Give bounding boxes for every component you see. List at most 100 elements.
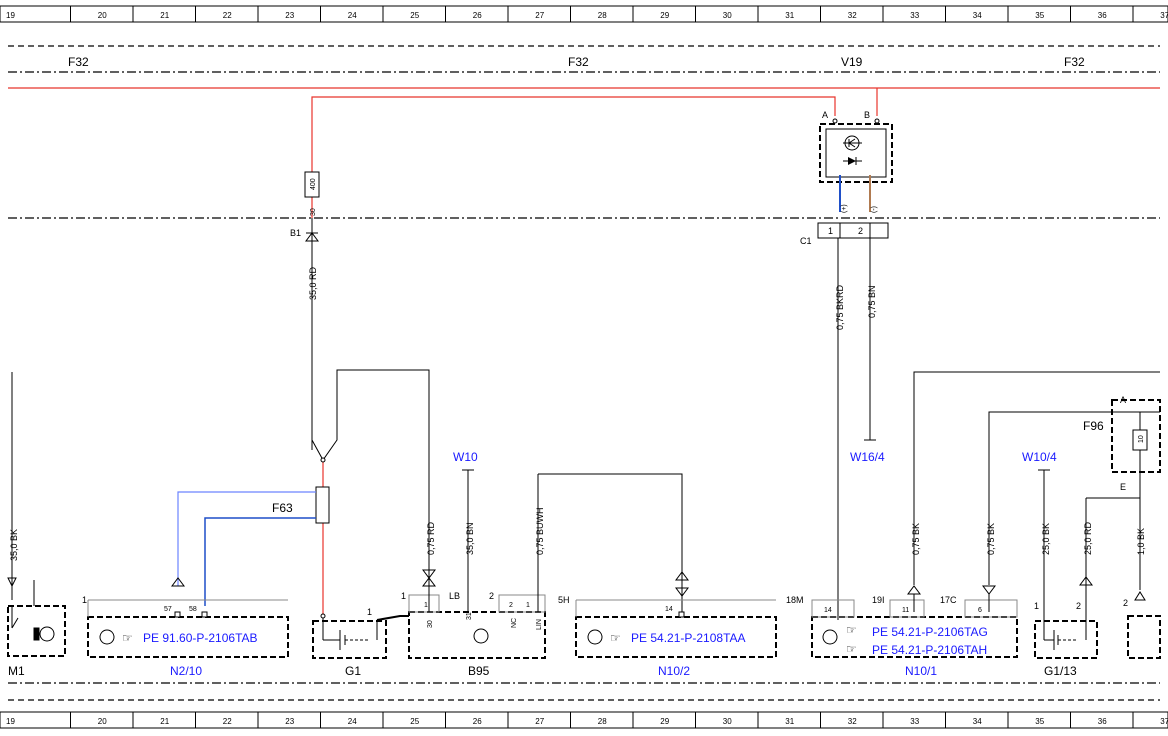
ruler-border [0, 5, 1168, 23]
n2-10-ref-link[interactable]: PE 91.60-P-2106TAB [143, 631, 258, 645]
n10-1-conn-18m: 18M [786, 595, 804, 605]
n2-10-pin58: 58 [189, 606, 197, 613]
ruler-column-number: 20 [98, 717, 107, 726]
ruler-column-number: 25 [410, 717, 419, 726]
ruler-column-number: 28 [598, 11, 607, 20]
ruler-column-number: 26 [473, 11, 482, 20]
connector-c1 [817, 222, 889, 620]
m1-motor [7, 372, 66, 657]
n2-10-pin57: 57 [164, 606, 172, 613]
ruler-column-number: 21 [160, 717, 169, 726]
bus-label-v19: V19 [841, 55, 863, 69]
ground-w16-4: W16/4 [850, 450, 885, 464]
right-edge-pin2: 2 [1123, 598, 1128, 608]
n10-1-ref1-link[interactable]: PE 54.21-P-2106TAG [872, 625, 988, 639]
ruler-column-number: 30 [723, 11, 732, 20]
b95-label: B95 [468, 664, 490, 678]
ruler-column-number: 26 [473, 717, 482, 726]
n10-1-module: ☞ ☞ [811, 371, 1160, 658]
fuse-b1-rating: 400 [310, 178, 317, 190]
ruler-column-number: 32 [848, 11, 857, 20]
ruler-column-number: 30 [723, 717, 732, 726]
g1-13-pin1: 1 [1034, 601, 1039, 611]
ruler-column-number: 23 [285, 717, 294, 726]
f96-pin-e: E [1120, 482, 1126, 492]
f63-label: F63 [272, 501, 293, 515]
n10-1-ref2-link[interactable]: PE 54.21-P-2106TAH [872, 643, 987, 657]
ruler-column-number: 29 [660, 717, 669, 726]
b95-sensor [408, 469, 689, 659]
v19-pin-b: B [864, 110, 870, 120]
ruler-column-number: 31 [785, 717, 794, 726]
n10-1-conn-19i: 19I [872, 595, 885, 605]
v19-pin-a: A [822, 110, 828, 120]
ruler-column-number: 27 [535, 11, 544, 20]
ruler-column-number: 34 [973, 11, 982, 20]
b95-conn2: 2 [489, 591, 494, 601]
ruler-column-number: 21 [160, 11, 169, 20]
c1-pin2: 2 [858, 226, 863, 236]
n10-1-pin11: 11 [902, 607, 909, 614]
wire-c1-2: 0,75 BN [867, 285, 877, 318]
b95-pin31: 31 [466, 612, 473, 620]
splice-wires [311, 369, 430, 566]
wire-b95-31: 35,0 BN [465, 522, 475, 555]
wire-n10-11: 0,75 BK [911, 523, 921, 555]
ruler-column-number: 25 [410, 11, 419, 20]
b95-pin-nc: NC [511, 618, 518, 628]
v19-out1: (+) [841, 204, 848, 213]
n10-1-pin6: 6 [978, 607, 982, 614]
ruler-column-number: 35 [1035, 11, 1044, 20]
f96-pin-a: A [1120, 395, 1126, 405]
ruler-column-number: 34 [973, 717, 982, 726]
ruler-column-number: 24 [348, 717, 357, 726]
bus-label-f32-mid: F32 [568, 55, 589, 69]
n2-10-label[interactable]: N2/10 [170, 664, 202, 678]
wire-g113-2: 25,0 RD [1083, 521, 1093, 555]
f96-fuse [1111, 399, 1161, 659]
bus-lines [8, 45, 1160, 701]
wire-g113-1: 25,0 BK [1041, 523, 1051, 555]
v19-out2: (-) [871, 206, 878, 213]
wire-f96: 1,0 BK [1136, 528, 1146, 555]
b95-pin1: 1 [424, 602, 428, 609]
c1-label: C1 [800, 236, 812, 246]
b95-pin30: 30 [427, 620, 434, 628]
g1-label: G1 [345, 664, 361, 678]
n10-2-pin14: 14 [665, 606, 673, 613]
n2-10-module: ☞ [87, 577, 289, 658]
wire-n10-6: 0,75 BK [986, 523, 996, 555]
ground-w10-4[interactable]: W10/4 [1022, 450, 1057, 464]
wire-b95-30: 0,75 RD [426, 521, 436, 555]
b95-pin-lin: LIN [536, 619, 543, 630]
b95-pin1b: 1 [526, 602, 530, 609]
n10-1-pin14: 14 [824, 607, 832, 614]
ruler-column-number: 23 [285, 11, 294, 20]
svg-text:☞: ☞ [846, 642, 857, 656]
ground-w10[interactable]: W10 [453, 450, 478, 464]
n10-2-ref-link[interactable]: PE 54.21-P-2108TAA [631, 631, 746, 645]
svg-text:☞: ☞ [122, 631, 133, 645]
bus-label-f32-right: F32 [1064, 55, 1085, 69]
ruler-column-number: 35 [1035, 717, 1044, 726]
n10-1-conn-17c: 17C [940, 595, 957, 605]
m1-label: M1 [8, 664, 25, 678]
svg-text:☞: ☞ [610, 631, 621, 645]
ruler-column-number: 24 [348, 11, 357, 20]
f96-label: F96 [1083, 419, 1104, 433]
ruler-column-number: 37 [1160, 11, 1168, 20]
n10-2-module: ☞ [575, 599, 777, 658]
ruler-column-number: 22 [223, 717, 232, 726]
ruler-column-number: 33 [910, 717, 919, 726]
n10-1-label[interactable]: N10/1 [905, 664, 937, 678]
n10-2-label[interactable]: N10/2 [658, 664, 690, 678]
g1-battery [312, 613, 409, 659]
ruler-column-number: 32 [848, 717, 857, 726]
ruler-column-number: 22 [223, 11, 232, 20]
fuse-b1 [304, 171, 320, 450]
svg-text:☞: ☞ [846, 623, 857, 637]
v19-module [819, 118, 893, 183]
ruler-column-number: 36 [1098, 717, 1107, 726]
